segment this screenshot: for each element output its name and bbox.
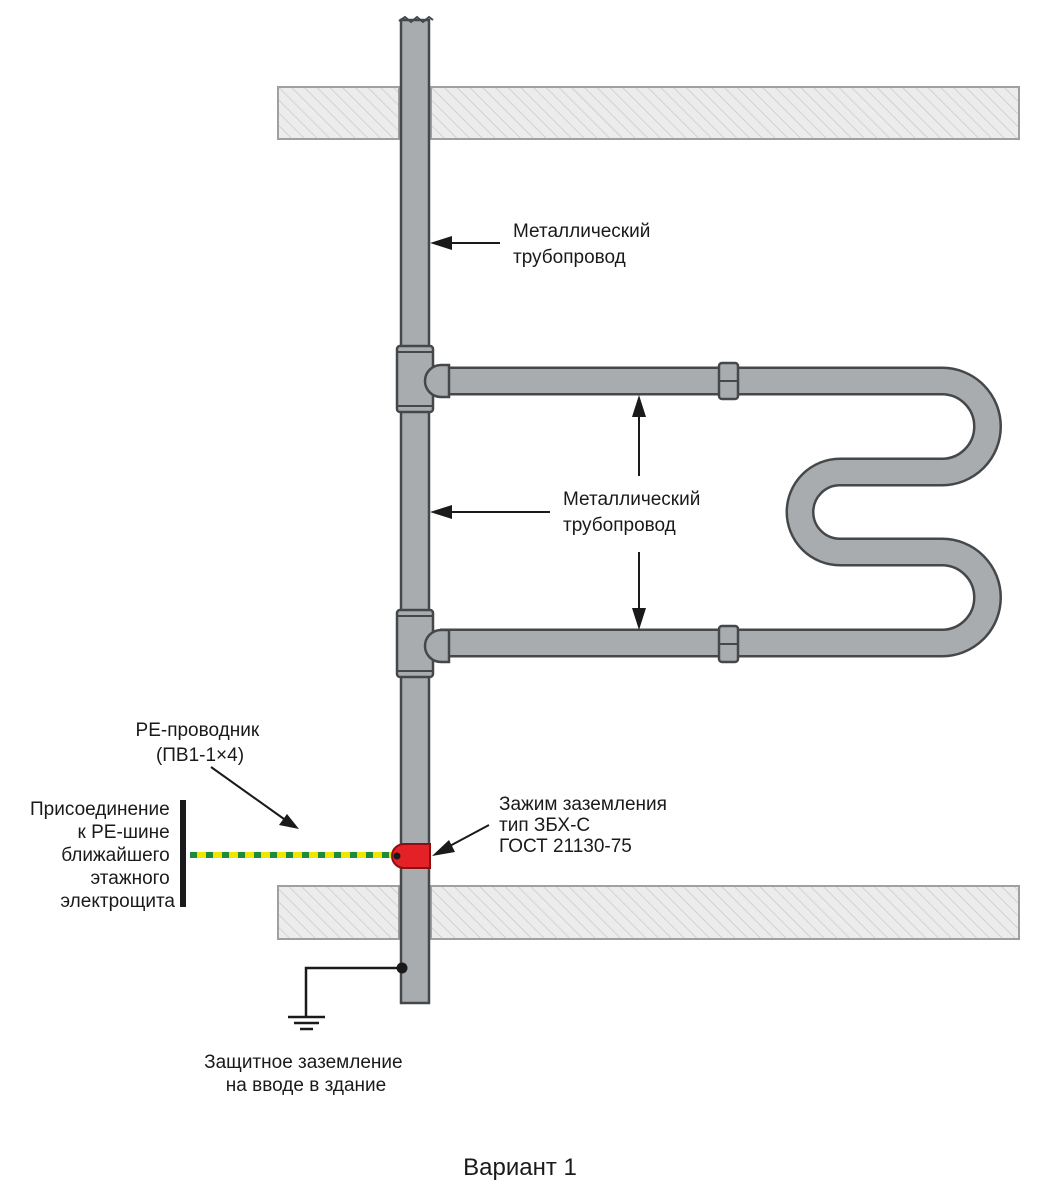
ground-icon <box>288 1015 325 1031</box>
lower-slab <box>277 885 1020 940</box>
earth-label: Защитное заземление на вводе в здание <box>204 1052 408 1096</box>
pe-bus-bar <box>180 800 186 907</box>
pe-bus-label: Присоединение к PE-шине ближайшего этажн… <box>30 799 175 912</box>
grounding-clamp <box>391 843 431 869</box>
upper-slab <box>277 86 1020 140</box>
pe-conductor-label: PE-проводник (ПВ1-1×4) <box>136 720 265 766</box>
arrow-icon <box>632 395 646 476</box>
towel-rail-pipe <box>440 361 1002 664</box>
riser-pipe-label: Металлический трубопровод <box>513 221 656 268</box>
earth-connection <box>304 962 408 1016</box>
arrow-icon <box>432 824 490 856</box>
arrow-icon <box>430 505 550 519</box>
rail-pipe-label: Металлический трубопровод <box>563 489 706 536</box>
variant-caption: Вариант 1 <box>463 1154 577 1181</box>
arrow-icon <box>430 236 500 250</box>
riser-pipe <box>395 15 451 1005</box>
arrow-icon <box>210 766 299 829</box>
arrow-icon <box>632 552 646 630</box>
clamp-label: Зажим заземления тип ЗБХ-С ГОСТ 21130-75 <box>499 794 672 857</box>
